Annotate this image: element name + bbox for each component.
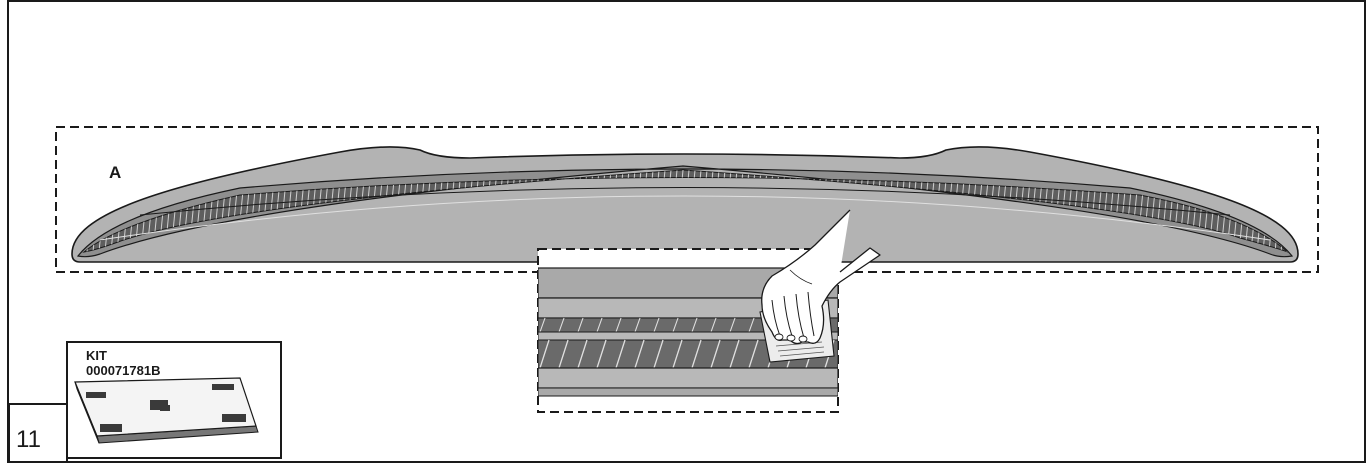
hatch-line [672, 317, 679, 333]
hatch-line [539, 339, 550, 369]
hatch-line [558, 317, 565, 333]
spoiler-body [71, 146, 1299, 263]
hatch-line [672, 339, 683, 369]
hatch-line [748, 317, 755, 333]
hatch-line [653, 339, 664, 369]
adhesive-patch [150, 400, 168, 410]
spoiler-illustration [71, 146, 1308, 263]
kit-thumbnail [74, 377, 259, 444]
hatch-line [596, 339, 607, 369]
hatch-line [539, 317, 546, 333]
hatch-line [615, 317, 622, 333]
hatch-line [1298, 160, 1308, 262]
adhesive-patch [160, 405, 170, 411]
hatch-line [844, 318, 849, 332]
step-number: 11 [16, 426, 41, 453]
hatch-line [634, 317, 641, 333]
hatch-line [729, 339, 740, 369]
hatch-line [844, 340, 853, 368]
hatch-line [748, 339, 759, 369]
adhesive-patch [212, 384, 234, 390]
kit-title: KIT [86, 348, 107, 363]
adhesive-patch [222, 414, 246, 422]
hatch-line [710, 317, 717, 333]
hatch-line [615, 339, 626, 369]
hatch-line [634, 339, 645, 369]
hand-illustration [759, 209, 881, 363]
hatch-line [577, 317, 584, 333]
hatch-line [577, 339, 588, 369]
adhesive-patch [100, 424, 122, 432]
hatch-line [596, 317, 603, 333]
spoiler-highlight [99, 195, 1271, 241]
spoiler-top-edge [139, 187, 1231, 216]
spoiler-label: A [109, 163, 121, 182]
hatch-line [558, 339, 569, 369]
step-number-box [8, 403, 68, 463]
hatch-line [729, 317, 736, 333]
page-border [7, 0, 1366, 463]
hatch-line [691, 339, 702, 369]
hatch-line [653, 317, 660, 333]
adhesive-patch [86, 392, 106, 398]
hatch-line [710, 339, 721, 369]
kit-code: 000071781B [86, 363, 160, 378]
hatch-line [691, 317, 698, 333]
